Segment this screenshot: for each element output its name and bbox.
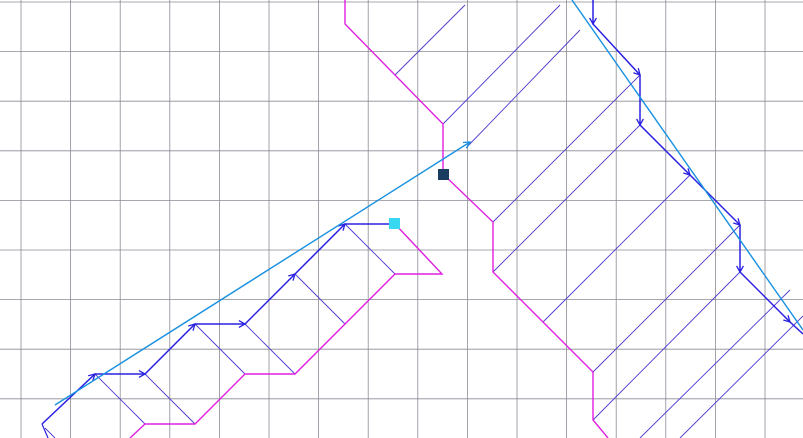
hatch-line <box>294 273 346 325</box>
sight-line-right <box>571 0 803 331</box>
markers <box>389 169 449 229</box>
chevron-arrow-icon <box>88 373 96 381</box>
hatch-line <box>144 373 196 425</box>
hatch-line <box>44 427 56 438</box>
hatch-line <box>592 271 741 421</box>
hatch-line <box>94 373 146 425</box>
chevron-arrow-icon <box>633 68 641 76</box>
sight-line-left <box>54 141 471 406</box>
chevron-arrow-icon <box>733 218 741 226</box>
hatch-line <box>592 224 741 373</box>
lower-path-tail <box>41 423 49 438</box>
hatch-line <box>542 174 691 323</box>
chevron-arrow-icon <box>338 223 346 231</box>
chevron-arrow-icon <box>783 315 791 323</box>
chevron-arrow-icon <box>736 265 744 274</box>
hatch-line <box>679 315 803 438</box>
region-hatching <box>44 4 803 438</box>
chevron-arrow-icon <box>636 118 644 127</box>
hatch-line <box>194 323 246 375</box>
hatch-line <box>492 74 641 223</box>
planned-paths <box>41 0 803 438</box>
magenta-boundary-upper <box>344 0 609 438</box>
hatch-line <box>344 223 396 275</box>
cyan-square-marker <box>389 218 400 229</box>
lower-path <box>41 223 395 425</box>
chevron-arrow-icon <box>288 273 296 281</box>
sight-lines <box>54 0 803 406</box>
chevron-arrow-icon <box>188 323 196 331</box>
chevron-arrow-icon <box>138 370 147 378</box>
hatch-line <box>492 124 641 273</box>
chevron-arrow-icon <box>238 320 247 328</box>
chevron-arrow-icon <box>683 168 691 176</box>
magenta-boundary-lower <box>129 223 444 438</box>
hatch-line <box>244 323 296 375</box>
hatch-line <box>394 4 466 76</box>
chevron-arrow-icon <box>462 141 472 149</box>
hatch-line <box>442 4 561 125</box>
chevron-arrow-icon <box>589 17 597 26</box>
hatch-line <box>465 29 581 149</box>
hatch-line <box>639 289 791 438</box>
dark-square-marker <box>438 169 449 180</box>
region-boundaries <box>129 0 609 438</box>
